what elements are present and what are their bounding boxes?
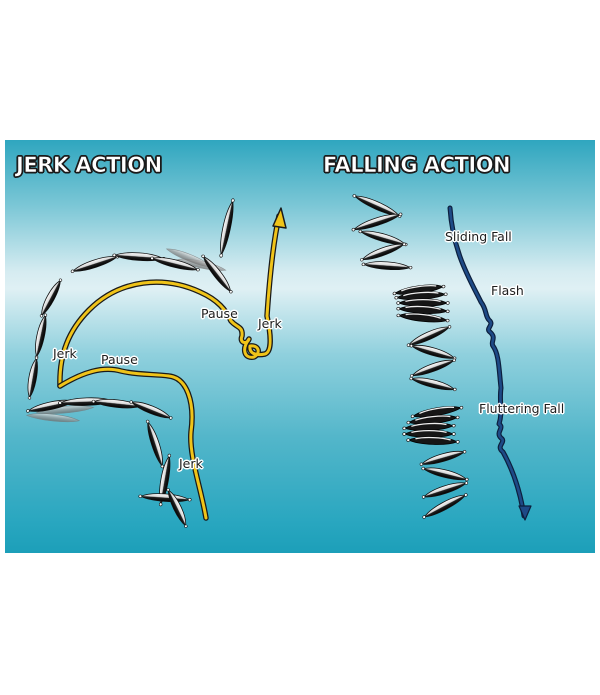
- falling-upper-stack: [391, 281, 451, 325]
- falling-lower-zigzag: [418, 447, 470, 522]
- jerk-path: [57, 207, 287, 521]
- jerk-action-title: JERK ACTION: [16, 153, 163, 178]
- diagram-panel: JERK ACTION FALLING ACTION Jerk Pause Je…: [5, 140, 595, 553]
- label-pause-mid: Pause: [101, 352, 138, 367]
- falling-action-title: FALLING ACTION: [323, 153, 511, 178]
- diagram-artwork: [24, 191, 532, 530]
- label-fluttering-fall: Fluttering Fall: [479, 401, 565, 416]
- falling-lower-stack: [401, 402, 465, 447]
- falling-path: [447, 205, 532, 521]
- label-jerk-top: Jerk: [258, 316, 282, 331]
- label-pause-top: Pause: [201, 306, 238, 321]
- falling-upper-zigzag: [350, 191, 413, 272]
- label-jerk-left: Jerk: [53, 346, 77, 361]
- label-jerk-bottom: Jerk: [179, 456, 203, 471]
- label-sliding-fall: Sliding Fall: [445, 229, 512, 244]
- falling-middle-zigzag: [405, 322, 458, 394]
- jerk-ghost-lures: [26, 245, 227, 425]
- label-flash: Flash: [491, 283, 524, 298]
- jerk-upper-lures: [36, 197, 238, 319]
